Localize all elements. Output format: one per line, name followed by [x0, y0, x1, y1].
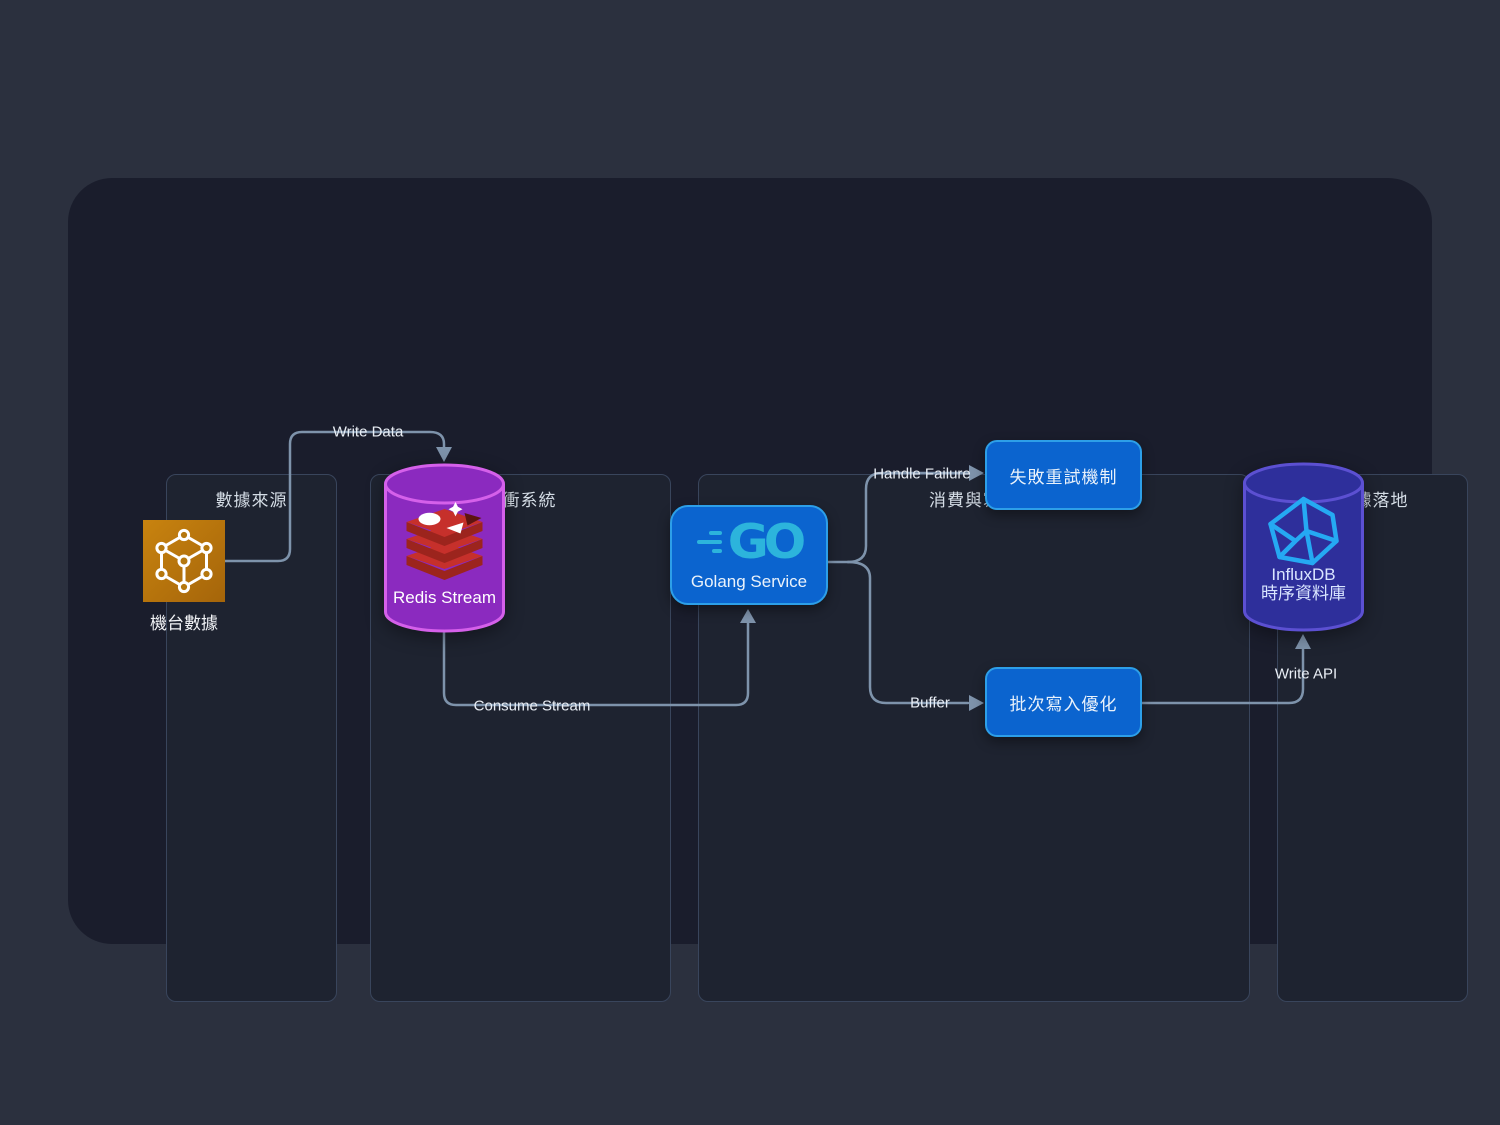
edge-label-write-api: Write API: [1274, 665, 1338, 683]
node-influxdb: InfluxDB 時序資料庫: [1241, 462, 1366, 634]
redis-stream-label: Redis Stream: [393, 588, 496, 607]
edge-label-handle-failure: Handle Failure: [873, 465, 971, 483]
edge-label-consume-stream: Consume Stream: [473, 697, 591, 715]
influxdb-label-line2: 時序資料庫: [1261, 584, 1346, 603]
influxdb-label: InfluxDB 時序資料庫: [1241, 565, 1366, 603]
edge-label-write-data: Write Data: [332, 423, 404, 441]
node-redis-stream: Redis Stream: [382, 462, 507, 636]
influxdb-icon: [1243, 462, 1364, 632]
influxdb-label-line1: InfluxDB: [1271, 565, 1336, 584]
aws-iot-thing-icon: [143, 520, 225, 602]
batch-write-label: 批次寫入優化: [1009, 694, 1118, 714]
redis-icon: [384, 463, 505, 633]
go-logo-text: GO: [727, 514, 807, 570]
node-retry-mechanism: 失敗重試機制: [985, 440, 1142, 510]
machine-data-label: 機台數據: [150, 614, 218, 633]
group-title-data-source: 數據來源: [215, 491, 288, 510]
go-speed-lines-icon: [696, 529, 722, 556]
go-logo-icon: GO: [696, 514, 807, 570]
edge-label-buffer: Buffer: [910, 694, 950, 712]
arrowhead-write-data: [436, 447, 452, 462]
golang-service-label: Golang Service: [690, 572, 808, 591]
node-machine-data: 機台數據: [104, 520, 264, 634]
node-batch-write: 批次寫入優化: [985, 667, 1142, 737]
node-golang-service: GO Golang Service: [670, 505, 828, 605]
diagram-canvas: 數據來源 緩衝系統 消費與寫入 數據落地: [68, 178, 1468, 1002]
retry-mechanism-label: 失敗重試機制: [1009, 467, 1118, 487]
